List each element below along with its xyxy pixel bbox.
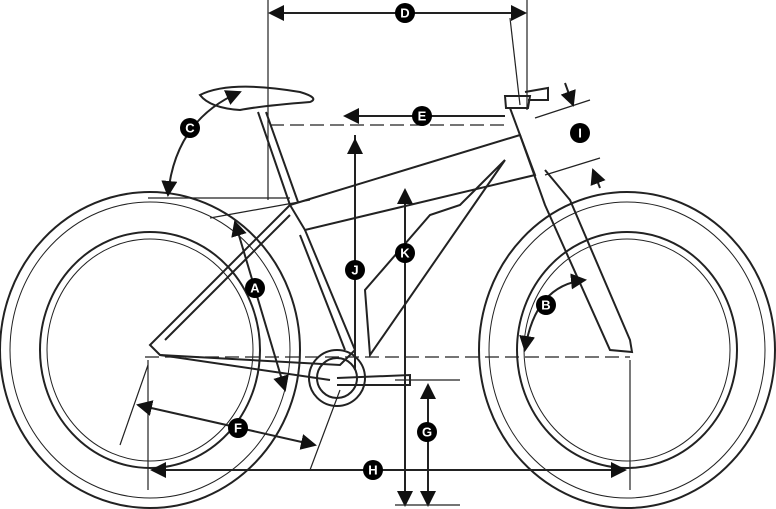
svg-text:K: K bbox=[400, 246, 410, 261]
svg-text:B: B bbox=[541, 298, 550, 313]
svg-text:C: C bbox=[185, 121, 195, 136]
svg-text:I: I bbox=[578, 126, 582, 141]
label-E: E bbox=[412, 106, 432, 126]
front-wheel bbox=[478, 191, 776, 509]
label-I: I bbox=[570, 123, 590, 143]
svg-text:H: H bbox=[368, 463, 377, 478]
label-H: H bbox=[363, 460, 383, 480]
svg-text:A: A bbox=[250, 281, 260, 296]
label-G: G bbox=[417, 422, 437, 442]
label-B: B bbox=[536, 295, 556, 315]
label-C: C bbox=[180, 118, 200, 138]
svg-text:F: F bbox=[234, 421, 242, 436]
svg-text:D: D bbox=[400, 6, 409, 21]
svg-text:J: J bbox=[351, 263, 358, 278]
label-D: D bbox=[395, 3, 415, 23]
svg-text:G: G bbox=[422, 425, 432, 440]
svg-text:E: E bbox=[418, 109, 427, 124]
frame bbox=[148, 85, 634, 407]
label-K: K bbox=[395, 243, 415, 263]
dimension-lines bbox=[119, 0, 631, 507]
label-F: F bbox=[228, 418, 248, 438]
label-A: A bbox=[245, 278, 265, 298]
label-J: J bbox=[345, 260, 365, 280]
